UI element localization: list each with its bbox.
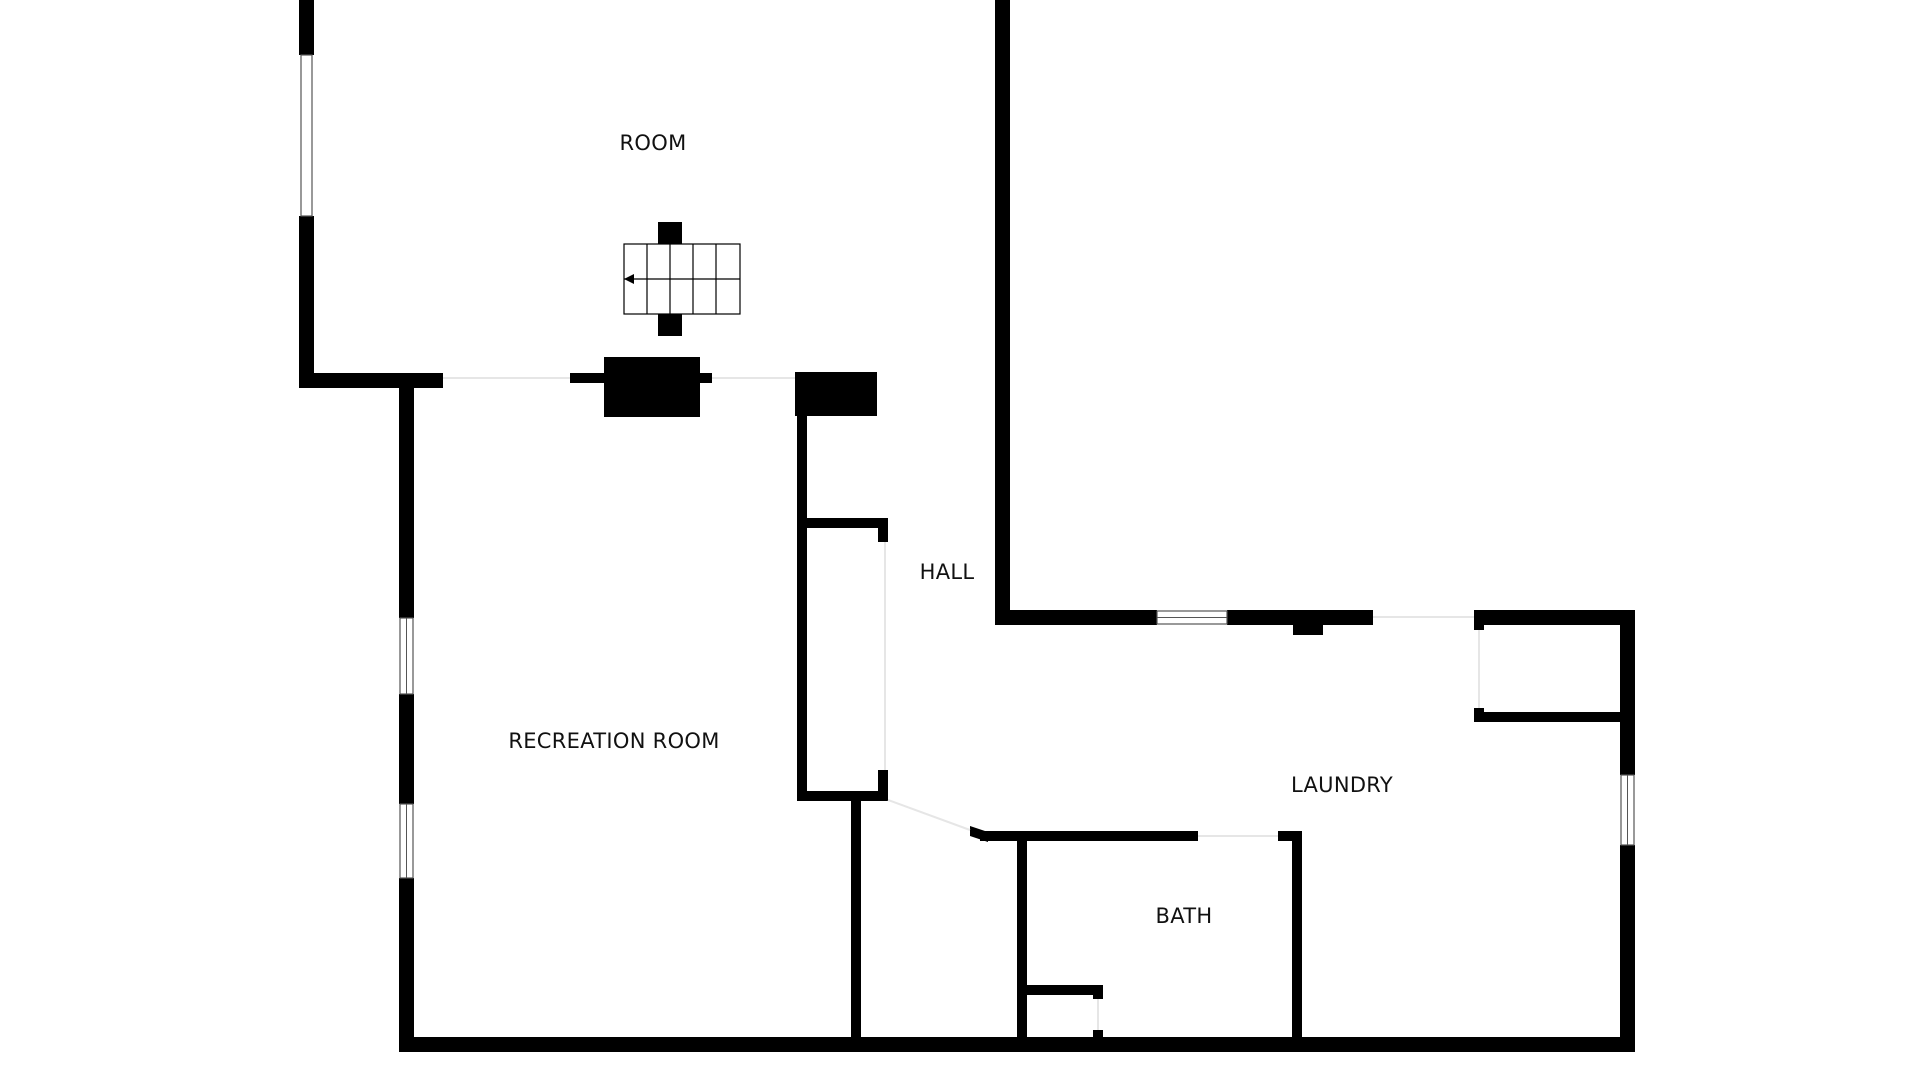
wall-rec-left-bottom [399, 878, 414, 1051]
chimney-block [604, 357, 700, 417]
wall-rec-left-top [399, 383, 414, 618]
wall-bath-top-right [1278, 831, 1302, 841]
wall-closet-top-stub [878, 518, 888, 542]
door-openings [443, 377, 1480, 1030]
wall-rec-left-mid [399, 694, 414, 804]
room-labels: ROOM RECREATION ROOM HALL LAUNDRY BATH [508, 131, 1393, 928]
wall-bath-top [980, 831, 1198, 841]
wall-closet-top [797, 518, 888, 528]
wall-laundry-closet-left [1474, 610, 1484, 630]
wall-laundry-top-2 [1227, 610, 1373, 625]
wall-room-bottom-right-stub [698, 373, 712, 383]
wall-laundry-top-1 [995, 610, 1157, 625]
label-bath: BATH [1156, 904, 1213, 928]
label-recreation-room: RECREATION ROOM [508, 729, 719, 753]
walls [299, 0, 1635, 1052]
windows [300, 54, 1635, 879]
wall-bath-closet-stub-bottom [1093, 1030, 1103, 1040]
stair-arrow-icon [624, 274, 634, 284]
wall-right-top [1620, 610, 1635, 775]
wall-bath-closet-stub [1093, 985, 1103, 999]
window-room-left [300, 54, 313, 217]
wall-room-left-top [299, 0, 314, 55]
label-room: ROOM [620, 131, 687, 155]
wall-closet-bottom [797, 791, 888, 801]
wall-hall-right [995, 0, 1010, 625]
stair-post-bottom [658, 314, 682, 336]
stairs [623, 222, 741, 336]
wall-bottom [399, 1037, 1635, 1052]
wall-room-left-bottom [299, 216, 314, 388]
wall-small-room-left [851, 800, 861, 1040]
wall-bath-closet-top [1017, 985, 1102, 995]
wall-laundry-closet-bottom [1474, 712, 1624, 722]
wall-bath-right [1292, 831, 1302, 1040]
wall-room-bottom-mid [570, 373, 606, 383]
laundry-post [1293, 620, 1323, 635]
wall-closet-bottom-stub [878, 770, 888, 801]
wall-rec-right [797, 383, 807, 801]
wall-room-bottom-left [299, 373, 443, 388]
opening-angled [887, 799, 971, 831]
wall-right-bottom [1620, 845, 1635, 1052]
wall-bath-left [1017, 831, 1027, 1040]
label-hall: HALL [920, 560, 975, 584]
label-laundry: LAUNDRY [1291, 773, 1393, 797]
wall-laundry-top-3 [1474, 610, 1634, 625]
pillar-block [795, 372, 877, 416]
stair-post-top [658, 222, 682, 244]
